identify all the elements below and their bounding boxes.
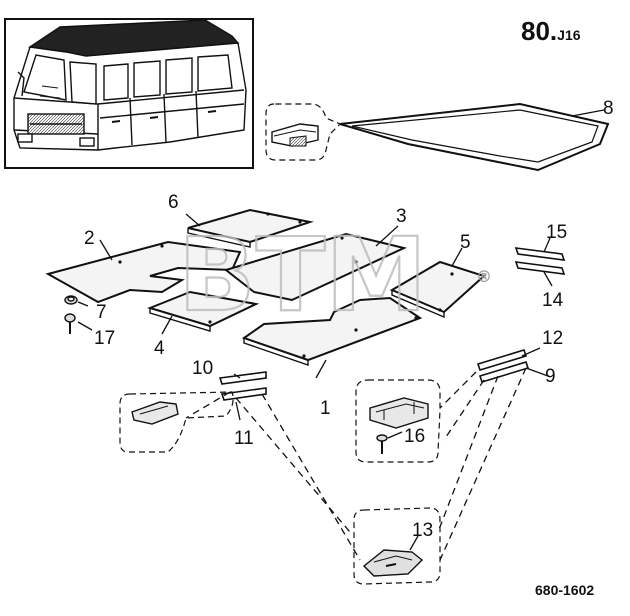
part-2-mat	[45, 240, 242, 304]
part-8-detail-bubble	[265, 103, 342, 161]
sheet-code: 80.J16	[521, 16, 581, 47]
part-6-mat	[187, 208, 314, 244]
part-1-mat	[241, 296, 423, 362]
callout-6: 6	[168, 192, 179, 213]
callout-10: 10	[192, 358, 213, 379]
callout-1: 1	[320, 398, 331, 419]
callout-8: 8	[603, 98, 614, 119]
btm-watermark: BTM ®	[177, 215, 492, 336]
callout-16: 16	[404, 426, 425, 447]
leader-lines	[77, 109, 605, 551]
part-3-mat	[223, 232, 408, 302]
cab-inset	[4, 18, 254, 169]
parts-14-15-strips	[514, 247, 566, 275]
floor-mats	[45, 208, 486, 366]
mat-holes	[118, 212, 454, 358]
cab-illustration	[13, 19, 247, 151]
callout-11: 11	[234, 428, 254, 449]
drawing-number: 680-1602	[535, 582, 595, 598]
callout-13: 13	[412, 520, 433, 541]
callout-3: 3	[396, 206, 407, 227]
dashed-connectors	[185, 367, 527, 561]
bottom-part-13-bubble	[353, 507, 441, 585]
callout-12: 12	[542, 328, 563, 349]
part-16-screw	[376, 434, 388, 454]
callout-9: 9	[545, 366, 556, 387]
watermark-registered-mark: ®	[476, 267, 492, 286]
callout-7: 7	[96, 302, 107, 323]
callout-4: 4	[154, 338, 165, 359]
callout-14: 14	[542, 290, 564, 311]
watermark-text: BTM	[178, 216, 427, 335]
right-clip-bubble	[355, 379, 441, 463]
sheet-code-main: 80.	[521, 16, 558, 46]
parts-9-12-strips	[476, 349, 530, 383]
part-8-seal-frame	[339, 102, 610, 172]
callouts: 1 2 3 4 5 6 7 8 9 10 11 12 13 14 15 16 1…	[84, 98, 614, 541]
part-7-grommet	[64, 295, 78, 305]
callout-5: 5	[460, 232, 471, 253]
callout-15: 15	[546, 222, 567, 243]
part-17-screw	[64, 313, 76, 334]
parts-10-11-strips	[218, 371, 267, 401]
sheet-code-sub: J16	[557, 27, 581, 43]
part-5-mat	[389, 260, 486, 314]
part-4-mat	[146, 290, 260, 328]
callout-2: 2	[84, 228, 95, 249]
left-clip-bubble	[119, 391, 234, 453]
callout-17: 17	[94, 328, 115, 349]
